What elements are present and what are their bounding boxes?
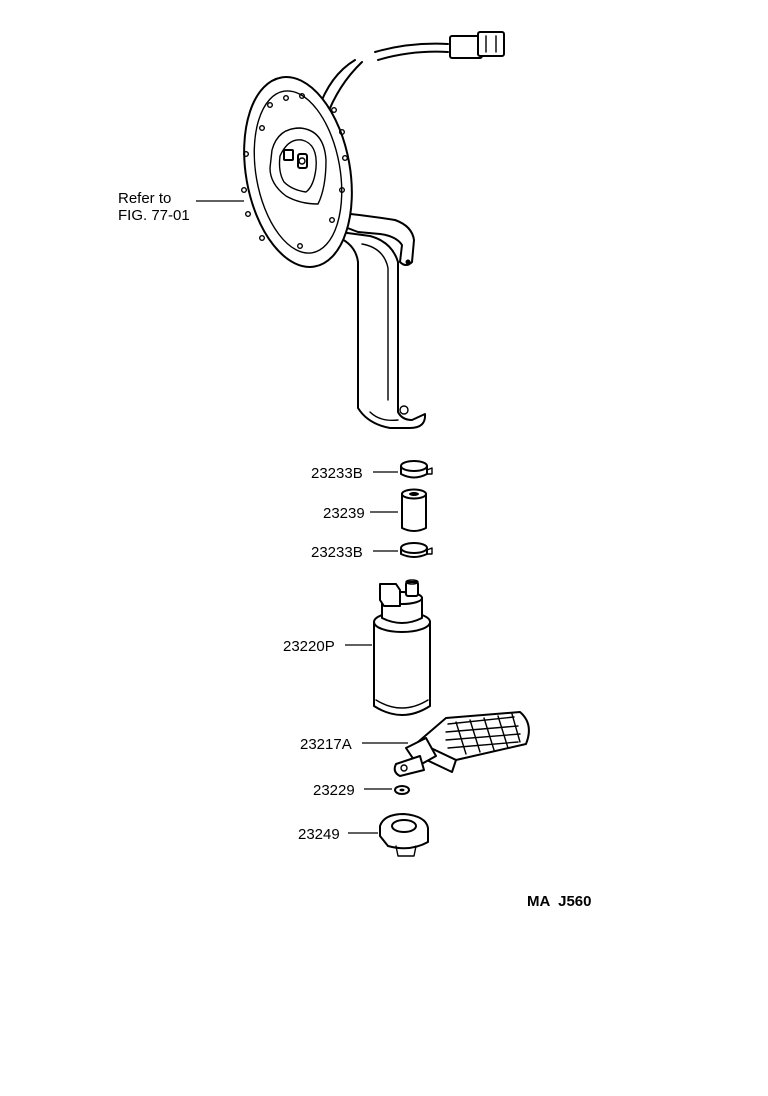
wire-harness-connector: [374, 31, 505, 61]
part-label-23220p: 23220P: [283, 638, 335, 655]
part-label-23249: 23249: [298, 826, 340, 843]
retaining-clip: [379, 813, 429, 857]
fuel-hose: [401, 488, 427, 532]
washer: [394, 785, 410, 795]
hose-clamp-lower: [400, 542, 433, 558]
fuel-pump-filter: [393, 711, 530, 777]
filter-mesh: [445, 713, 521, 755]
part-label-23233b-upper: 23233B: [311, 465, 363, 482]
figure-code: MA J560: [527, 893, 591, 910]
refer-note-line1: Refer to: [118, 190, 171, 207]
fuel-pump-bracket-assembly: [240, 59, 427, 429]
flange-bolt-holes: [240, 92, 349, 249]
part-label-23229: 23229: [313, 782, 355, 799]
part-label-23217a: 23217A: [300, 736, 352, 753]
refer-note: Refer to FIG. 77-01: [118, 190, 244, 224]
fuel-pump: [373, 579, 431, 716]
part-label-23239: 23239: [323, 505, 365, 522]
refer-note-line2: FIG. 77-01: [118, 207, 190, 224]
hose-clamp-upper: [400, 460, 433, 479]
part-label-23233b-lower: 23233B: [311, 544, 363, 561]
